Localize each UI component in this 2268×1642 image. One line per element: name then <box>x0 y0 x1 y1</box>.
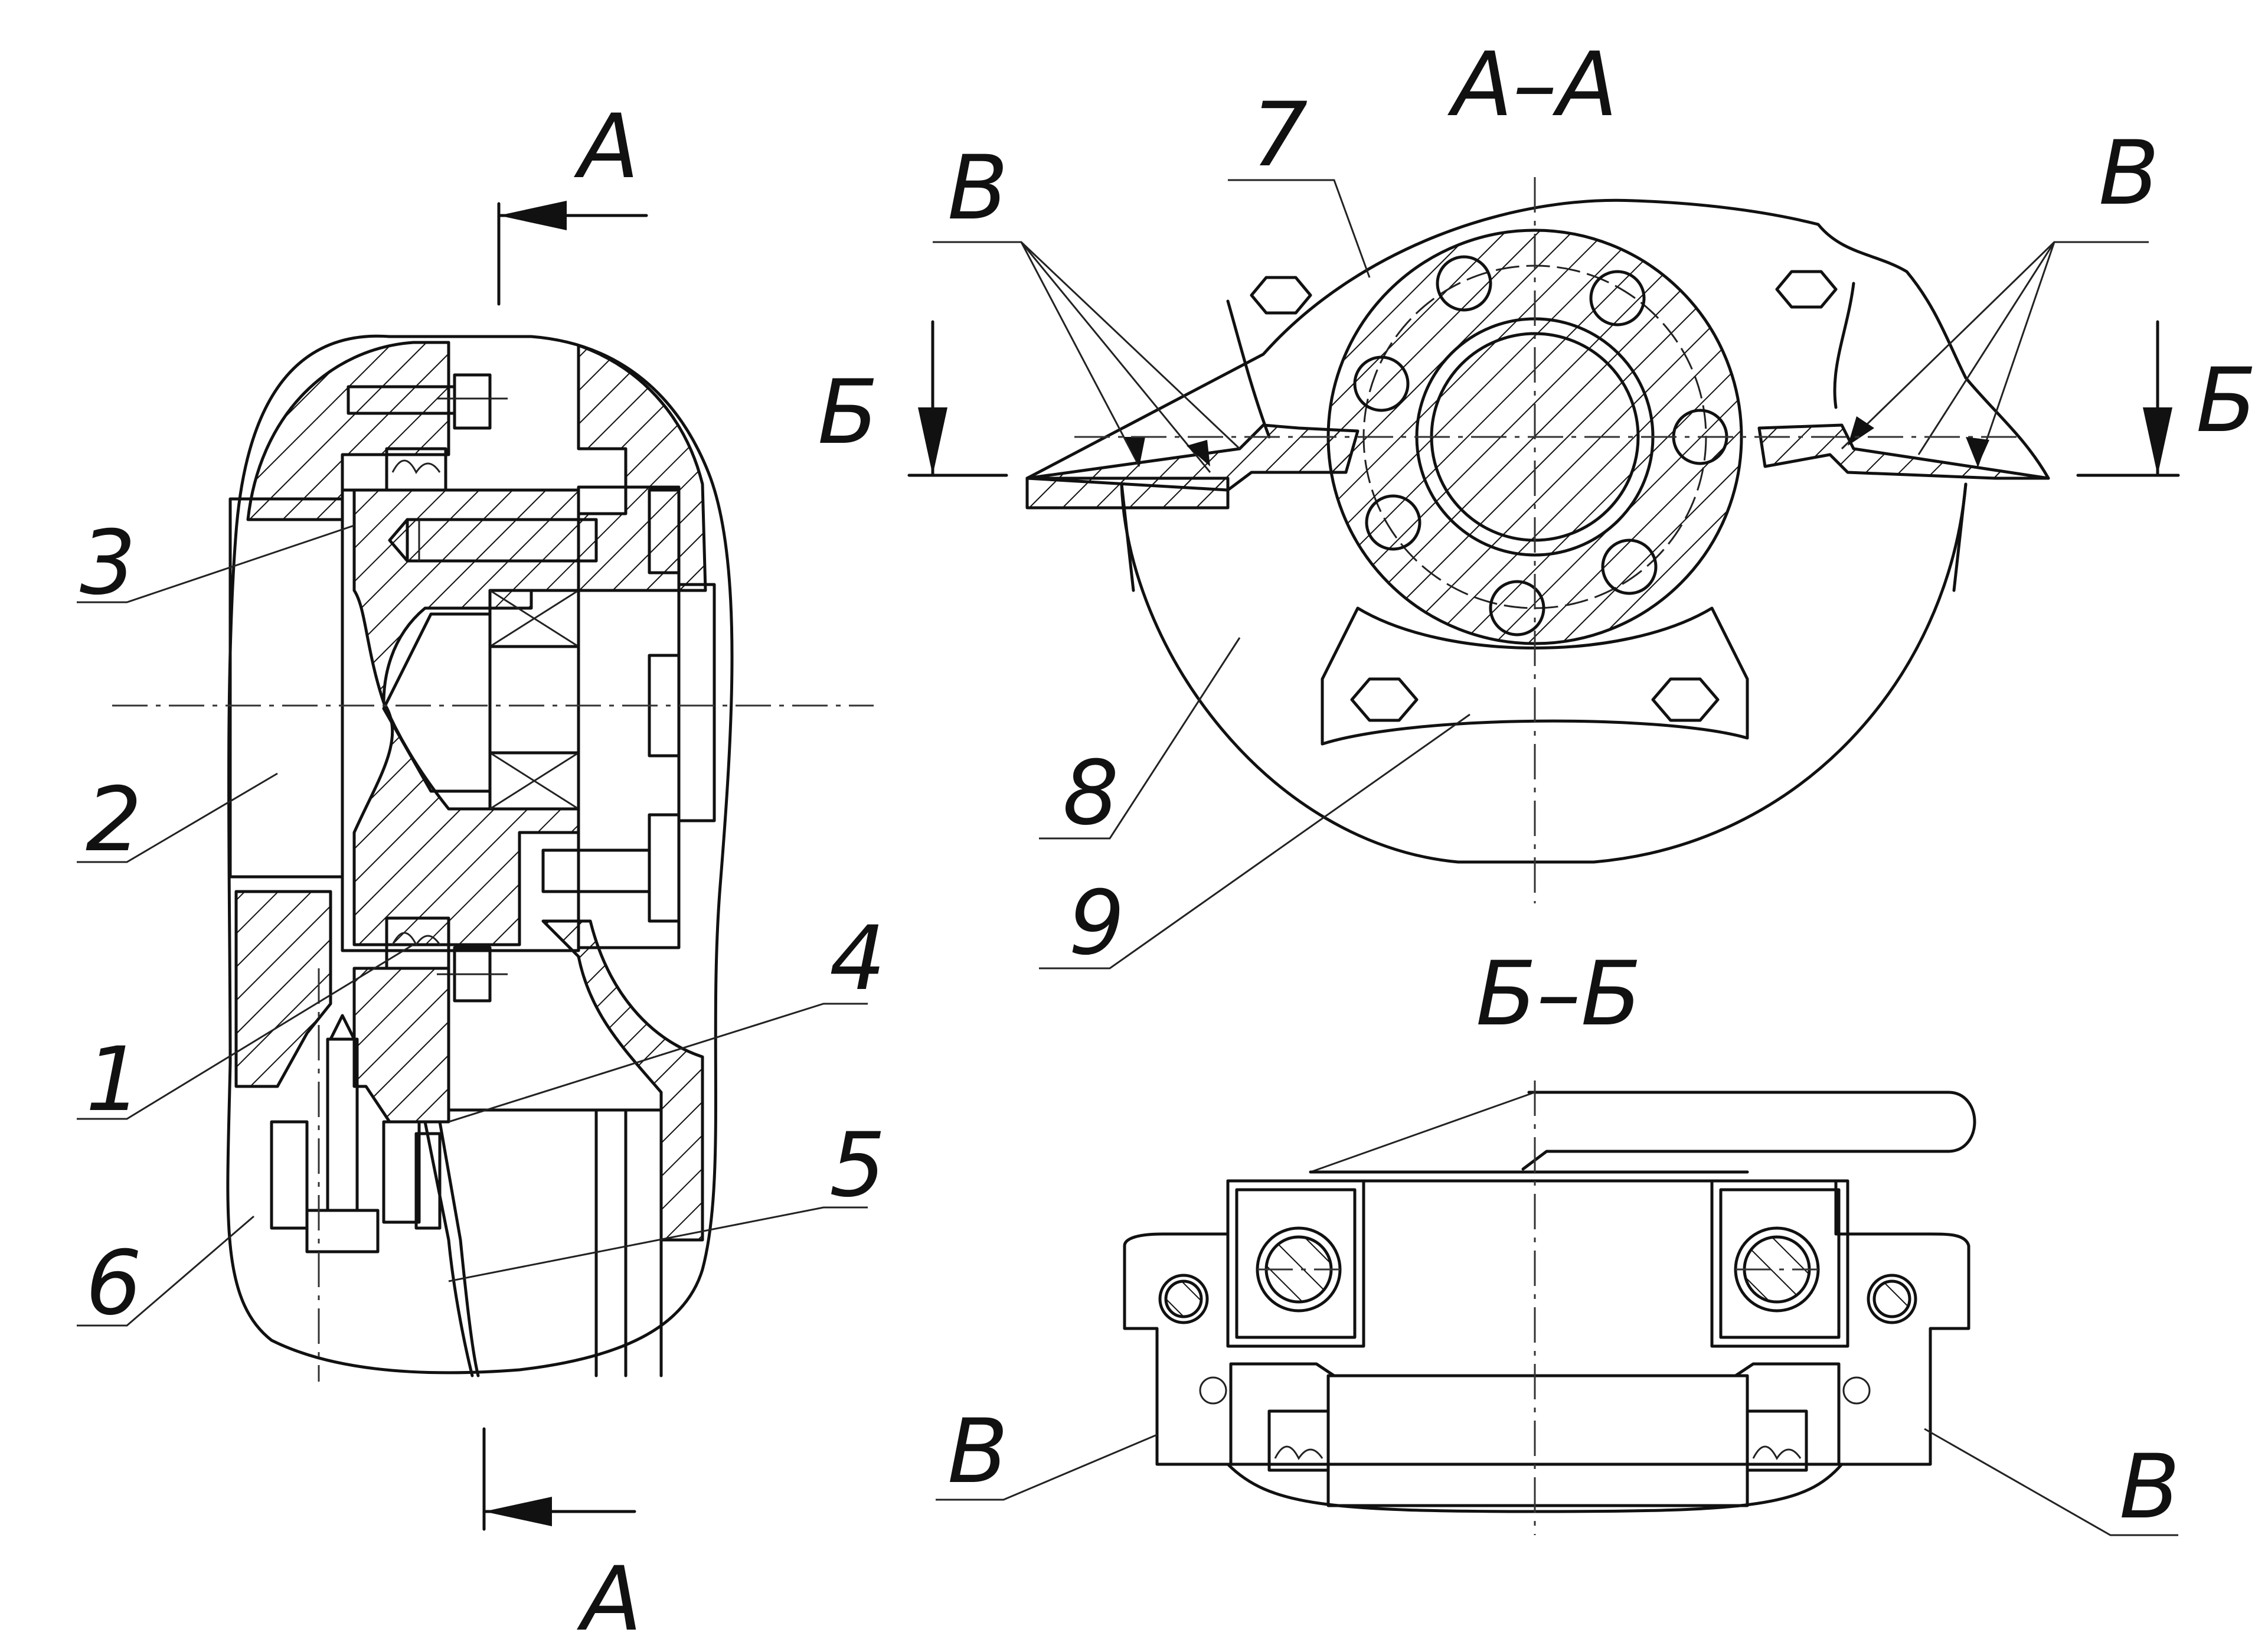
bracket-9 <box>1321 606 1749 746</box>
label-2: 2 <box>86 769 142 871</box>
weld-mark-v-bottom-right: В <box>2119 1436 2180 1539</box>
weld-mark-v-top-left: В <box>947 137 1008 240</box>
label-5: 5 <box>829 1114 885 1217</box>
weld-mark-v-top-right: В <box>2099 122 2159 225</box>
nut <box>488 589 580 811</box>
label-7: 7 <box>1251 84 1308 187</box>
label-8: 8 <box>1063 742 1119 845</box>
section-mark-b-right: Б <box>2196 350 2257 452</box>
label-9: 9 <box>1068 872 1125 975</box>
section-mark-b-left: Б <box>818 361 878 464</box>
label-6: 6 <box>86 1232 142 1335</box>
section-mark-a-bottom: А <box>577 1548 642 1642</box>
label-3: 3 <box>80 512 136 615</box>
section-bb-title: Б–Б <box>1476 943 1642 1046</box>
section-bb-view: Б–Б В <box>936 943 2180 1539</box>
section-mark-a-top: А <box>574 96 639 198</box>
main-section-view: А А 3 2 1 6 4 5 <box>77 96 885 1642</box>
label-1: 1 <box>86 1029 142 1131</box>
section-aa-title: А–А <box>1447 34 1617 136</box>
shaft-2 <box>228 497 344 879</box>
bracket-outline <box>1123 1179 1970 1466</box>
section-aa-view: А–А <box>818 34 2257 975</box>
label-4: 4 <box>829 907 885 1010</box>
seal-top <box>385 447 447 492</box>
bolt-3 <box>406 518 598 563</box>
housing-7 <box>1025 198 2050 480</box>
weld-mark-v-bottom-left: В <box>947 1401 1008 1503</box>
